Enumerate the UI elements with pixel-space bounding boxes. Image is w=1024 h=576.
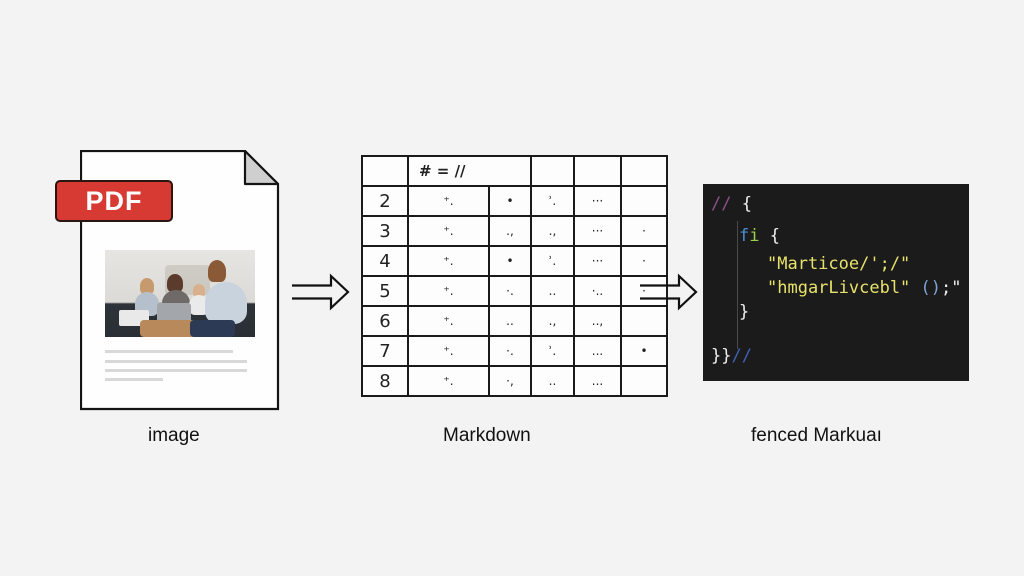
table-cell: • [488, 245, 532, 277]
row-number: 7 [361, 335, 409, 367]
table-row: 6⁺....,.., [361, 305, 668, 337]
markdown-table-icon: # = //2⁺.•ʾ.···3⁺..,.,····4⁺.•ʾ.····5⁺.·… [361, 155, 668, 397]
double-arrow-right-icon [639, 273, 699, 311]
table-cell: ··· [573, 215, 622, 247]
table-cell: ·. [488, 335, 532, 367]
table-cell [573, 155, 622, 187]
caption-fenced: fenced Markuaı [751, 425, 882, 446]
table-cell: ⁺. [407, 305, 490, 337]
caption-markdown: Markdown [443, 425, 531, 446]
code-token: "Marticoe/';/" [767, 254, 911, 274]
table-row: 7⁺.·.ʾ....• [361, 335, 668, 367]
table-cell: ⁺. [407, 215, 490, 247]
table-cell: ., [530, 305, 575, 337]
row-number: 2 [361, 185, 409, 217]
table-cell: · [620, 215, 668, 247]
table-cell [620, 155, 668, 187]
code-line: fi { [739, 226, 780, 246]
row-number: 4 [361, 245, 409, 277]
table-row: 3⁺..,.,···· [361, 215, 668, 247]
code-token: }} [711, 346, 732, 366]
table-cell: ... [573, 335, 622, 367]
table-cell: ·. [488, 275, 532, 307]
table-cell: ., [488, 215, 532, 247]
double-arrow-right-icon [291, 273, 351, 311]
table-cell: ... [573, 365, 622, 397]
table-cell: • [620, 335, 668, 367]
row-number: 6 [361, 305, 409, 337]
table-cell: ⁺. [407, 185, 490, 217]
code-line: } [739, 302, 749, 322]
table-cell: ⁺. [407, 275, 490, 307]
row-number: 8 [361, 365, 409, 397]
table-cell: ⁺. [407, 245, 490, 277]
document-text-line [105, 378, 163, 381]
row-number: 5 [361, 275, 409, 307]
code-token: i [749, 226, 760, 246]
document-text-line [105, 360, 247, 363]
indent-guide [737, 221, 738, 349]
table-cell: ·.. [573, 275, 622, 307]
table-cell: .. [488, 305, 532, 337]
table-row: 4⁺.•ʾ.···· [361, 245, 668, 277]
code-token: } [739, 302, 750, 322]
table-cell [361, 155, 409, 187]
document-photo [105, 250, 255, 337]
table-cell: · [620, 275, 668, 307]
table-row: 2⁺.•ʾ.··· [361, 185, 668, 217]
code-line: // { [711, 194, 752, 214]
table-cell: ⁺. [407, 335, 490, 367]
table-cell [530, 155, 575, 187]
table-cell: ·, [488, 365, 532, 397]
code-token: { [731, 194, 752, 214]
code-token: { [759, 226, 780, 246]
document-text-line [105, 369, 247, 372]
caption-image: image [148, 425, 200, 446]
code-line: "Marticoe/';/" [767, 254, 910, 274]
pdf-badge: PDF [55, 180, 173, 222]
document-text-line [105, 350, 233, 353]
table-cell: · [620, 245, 668, 277]
code-token: ;" [941, 278, 962, 298]
table-row: 5⁺.·...·..· [361, 275, 668, 307]
code-line: "hmgarLivcebl" ();" [767, 278, 962, 298]
code-token: f [739, 226, 750, 246]
code-editor-icon: // {fi {"Marticoe/';/""hmgarLivcebl" ();… [703, 184, 969, 381]
table-cell: ., [530, 215, 575, 247]
code-line: }}// [711, 346, 752, 366]
table-cell: .. [530, 365, 575, 397]
table-cell: ⁺. [407, 365, 490, 397]
table-cell [620, 185, 668, 217]
table-cell: .. [530, 275, 575, 307]
code-token: "hmgarLivcebl" [767, 278, 921, 298]
table-cell: ʾ. [530, 245, 575, 277]
table-row: 8⁺.·,..... [361, 365, 668, 397]
table-cell [620, 305, 668, 337]
table-cell: .., [573, 305, 622, 337]
code-token: () [920, 278, 942, 298]
table-cell: • [488, 185, 532, 217]
table-header-row: # = // [361, 155, 668, 187]
row-number: 3 [361, 215, 409, 247]
code-token: // [711, 194, 732, 214]
code-token: // [731, 346, 752, 366]
table-cell: ʾ. [530, 335, 575, 367]
table-header-cell: # = // [407, 155, 532, 187]
table-cell: ʾ. [530, 185, 575, 217]
table-cell: ··· [573, 245, 622, 277]
table-cell [620, 365, 668, 397]
table-cell: ··· [573, 185, 622, 217]
